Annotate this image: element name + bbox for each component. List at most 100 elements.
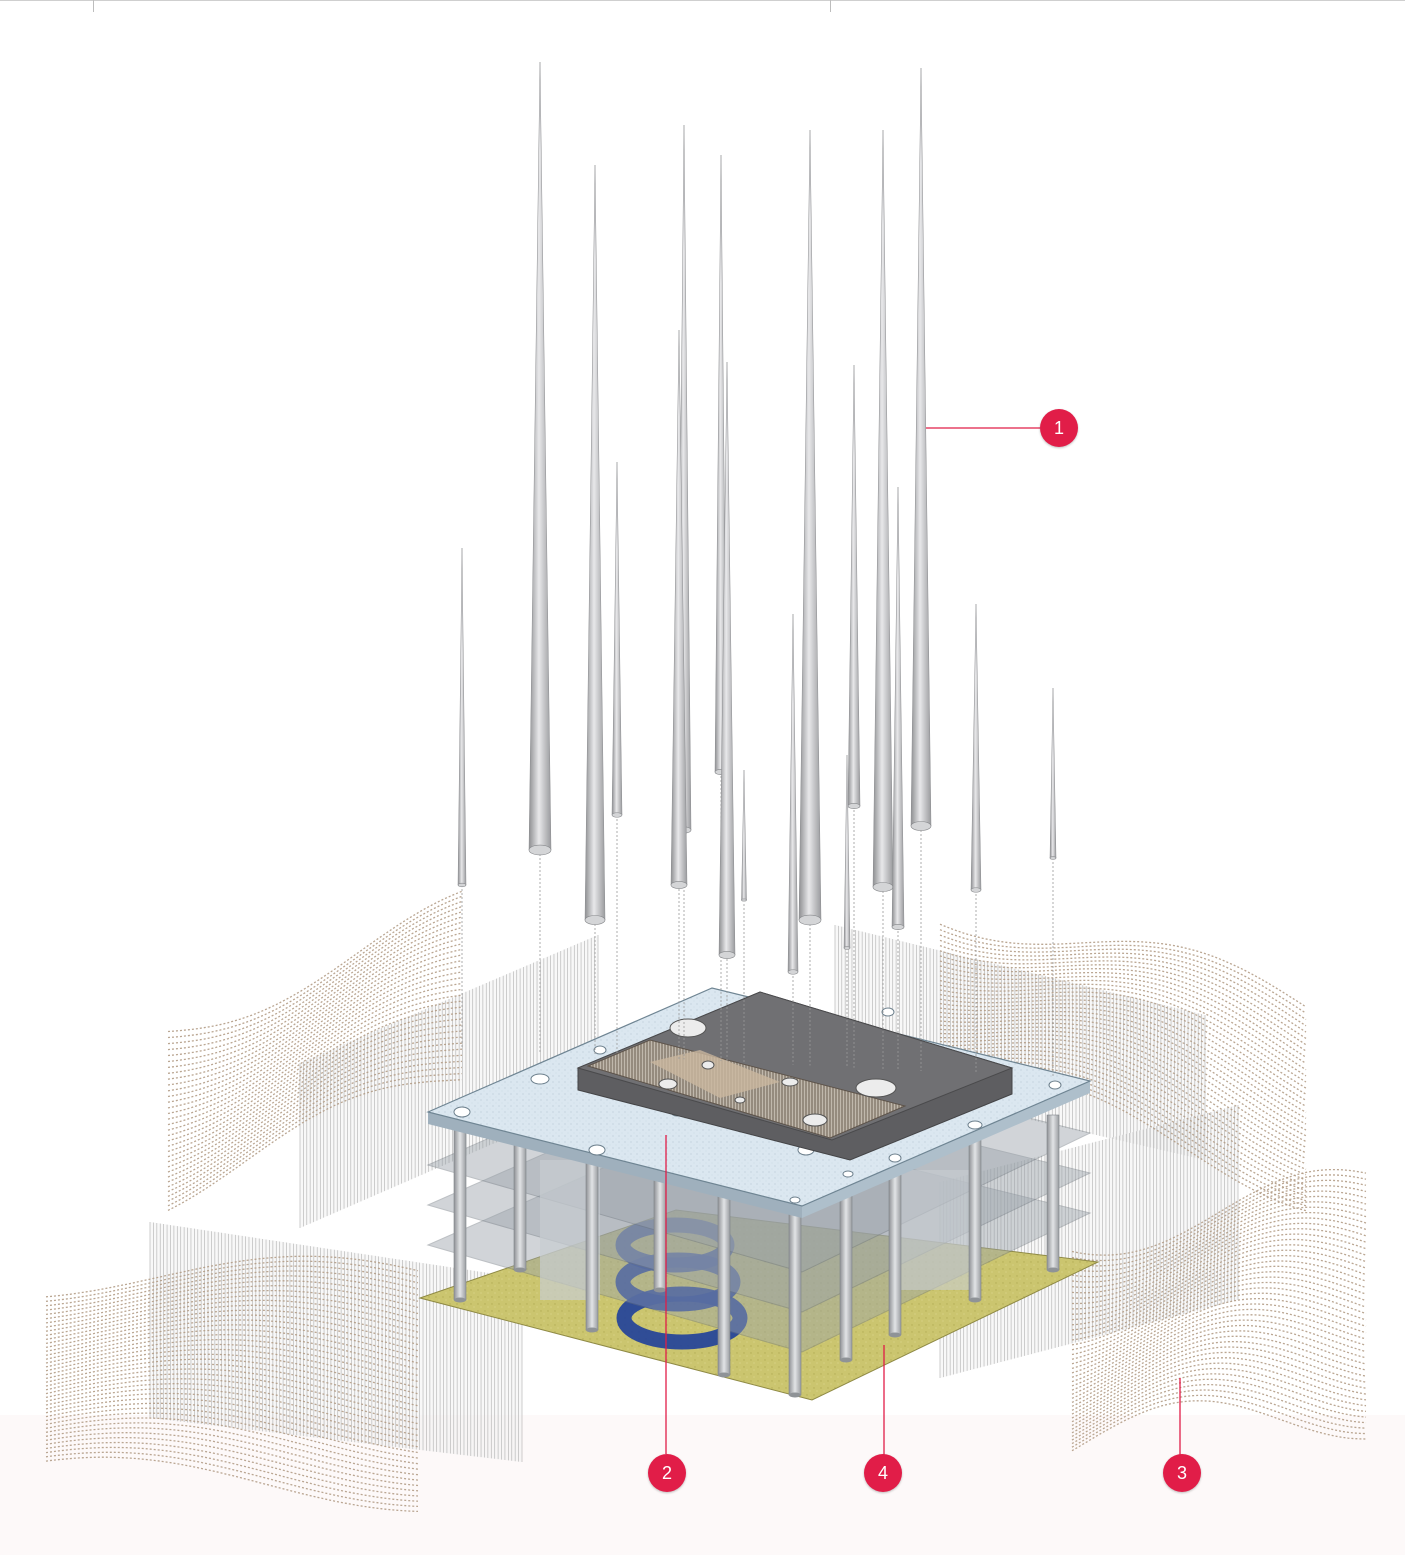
sunken-court	[650, 1050, 780, 1098]
spire-body	[741, 769, 747, 901]
spire	[718, 361, 736, 959]
spire-base	[584, 915, 606, 925]
spire-body	[891, 486, 905, 929]
callout-1: 1	[1040, 409, 1078, 447]
spire-body	[1049, 687, 1057, 860]
roof-hole	[530, 1073, 550, 1085]
spire	[670, 329, 688, 889]
spire	[847, 364, 861, 809]
column-base	[840, 1357, 852, 1363]
spire	[457, 547, 467, 888]
spire-base	[872, 882, 894, 892]
roof-hole	[453, 1106, 471, 1118]
column	[968, 1134, 982, 1301]
wave-panel	[45, 1255, 419, 1513]
spire	[611, 461, 623, 818]
spire-body	[611, 461, 623, 817]
spire-body	[847, 364, 861, 808]
spire-base	[718, 951, 736, 959]
spire	[891, 486, 905, 930]
spire	[528, 61, 552, 856]
column-base	[586, 1327, 598, 1333]
screen-panel	[299, 935, 599, 1228]
column	[839, 1179, 853, 1361]
column-base	[1047, 1267, 1059, 1273]
roof-hole	[1048, 1080, 1062, 1090]
callout-2: 2	[648, 1454, 686, 1492]
spire-body	[910, 67, 932, 829]
roof-hole	[967, 1120, 983, 1130]
spire-body	[787, 613, 799, 974]
column	[888, 1159, 902, 1336]
spire-forest	[457, 61, 1057, 975]
spire	[584, 164, 606, 925]
callout-leaders	[665, 427, 1181, 1455]
wave-panel	[167, 890, 463, 1211]
spire-base	[970, 887, 982, 893]
core-wall	[900, 1170, 980, 1290]
spire	[741, 769, 747, 902]
column-base	[789, 1392, 801, 1398]
spire-base	[843, 946, 851, 950]
skylight	[701, 1060, 715, 1070]
spire-base	[847, 802, 861, 809]
column-base	[969, 1297, 981, 1303]
spire	[970, 603, 982, 893]
spire-body	[528, 61, 552, 854]
top-tick	[830, 0, 831, 12]
spire-body	[970, 603, 982, 892]
spire	[910, 67, 932, 831]
column-base	[454, 1297, 466, 1303]
skylight	[734, 1096, 746, 1104]
spiral-loop	[616, 1286, 748, 1350]
top-rule	[0, 0, 1405, 1]
wave-panel	[939, 923, 1307, 1212]
skylight	[658, 1078, 678, 1090]
roof-hole	[789, 1196, 801, 1204]
spiral-loop	[615, 1252, 741, 1312]
spire-body	[457, 547, 467, 887]
spire-base	[787, 969, 799, 975]
column	[585, 1144, 599, 1331]
spire-base	[1049, 856, 1057, 860]
top-tick	[93, 0, 94, 12]
spire-body	[584, 164, 606, 923]
spire-body	[798, 129, 822, 924]
roof-hole	[881, 1007, 895, 1017]
skylight	[855, 1078, 897, 1098]
skylight	[781, 1077, 799, 1087]
wave-lattice-panels	[45, 890, 1367, 1513]
column	[717, 1169, 731, 1376]
column	[453, 1119, 467, 1301]
spire-base	[670, 881, 688, 889]
spire	[787, 613, 799, 975]
roof-hole	[842, 1170, 854, 1178]
callout-3: 3	[1163, 1454, 1201, 1492]
roof-edge	[428, 1112, 802, 1218]
spire	[798, 129, 822, 926]
roof-hole	[588, 1144, 606, 1156]
column-base	[514, 1267, 526, 1273]
spire	[843, 754, 851, 950]
callout-4: 4	[864, 1454, 902, 1492]
roof-hole	[888, 1153, 902, 1163]
wave-panel	[1071, 1168, 1367, 1452]
column-base	[718, 1372, 730, 1378]
spire-base	[611, 812, 623, 818]
spire-body	[872, 129, 894, 890]
spire	[872, 129, 894, 892]
spire-base	[910, 821, 932, 831]
building-frame	[426, 987, 1092, 1398]
roof-edge	[802, 1081, 1090, 1218]
column-base	[654, 1287, 666, 1293]
roof-hole	[593, 1045, 607, 1055]
spire-base	[741, 898, 747, 902]
spire-base	[528, 844, 552, 856]
column	[1046, 1114, 1060, 1271]
spire-base	[457, 882, 467, 888]
spire-base	[891, 923, 905, 930]
skylight	[669, 1018, 707, 1038]
spire	[1049, 687, 1057, 860]
